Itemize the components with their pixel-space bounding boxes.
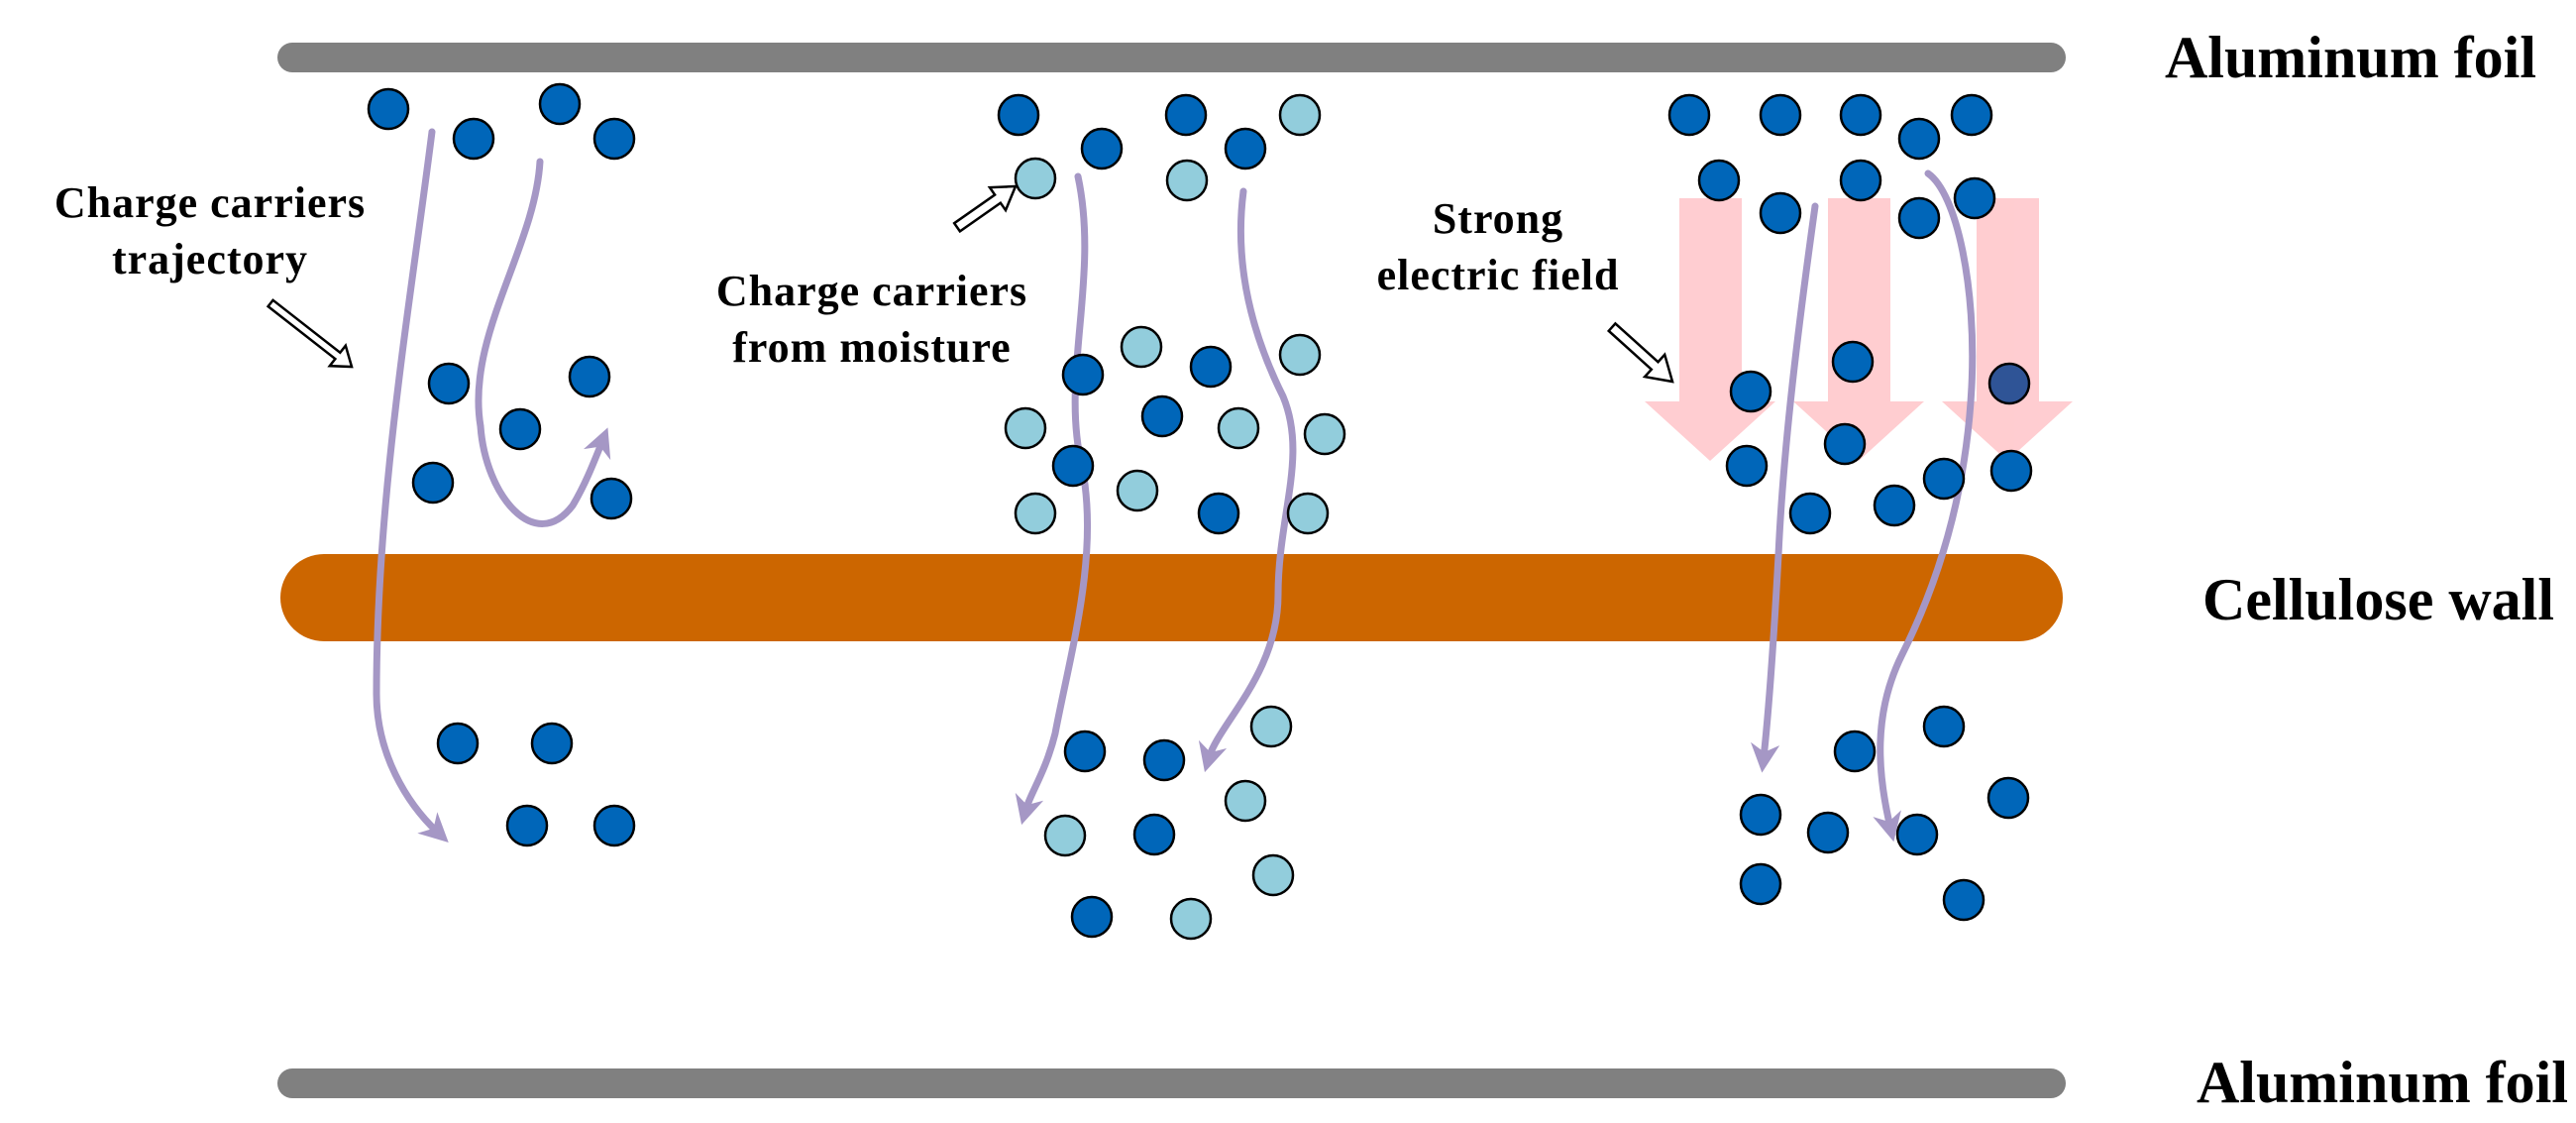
field-arrow xyxy=(1942,198,2073,461)
charge-carrier xyxy=(498,407,542,451)
trajectory-label-line1: Charge carriers xyxy=(54,178,366,227)
charge-carrier xyxy=(367,87,410,131)
charge-carrier xyxy=(1739,793,1782,837)
charge-carrier xyxy=(1697,159,1741,202)
moisture-charge-carrier xyxy=(1303,412,1346,456)
charge-carrier xyxy=(1986,776,2030,820)
moisture-charge-carrier xyxy=(1120,325,1163,369)
charge-carrier xyxy=(1922,457,1966,501)
field-label-line1: Strong xyxy=(1433,194,1563,243)
trajectory-left-bounce xyxy=(475,158,611,527)
charge-carrier xyxy=(1895,813,1939,856)
charge-carrier xyxy=(1831,340,1875,384)
charge-carrier xyxy=(1897,117,1941,161)
moisture-charge-carrier xyxy=(1116,469,1159,512)
charge-carrier xyxy=(1739,862,1782,906)
moisture-charge-carrier xyxy=(1165,159,1209,202)
charge-carrier xyxy=(1140,394,1184,438)
moisture-charge-carrier xyxy=(1014,157,1057,200)
charge-carrier xyxy=(1839,93,1882,137)
field-pointer-arrow xyxy=(1606,321,1674,384)
charge-carrier xyxy=(436,722,480,765)
moisture-charge-carrier xyxy=(1224,779,1267,823)
charge-carrier xyxy=(1051,444,1095,488)
charge-carrier xyxy=(1833,730,1877,773)
charge-carrier xyxy=(1142,738,1186,782)
moisture-pointer-arrow xyxy=(952,184,1018,234)
moisture-charge-carrier xyxy=(1169,897,1213,941)
charge-carrier xyxy=(505,804,549,847)
moisture-charge-carrier xyxy=(1043,814,1087,857)
charge-carrier xyxy=(1189,345,1233,389)
trajectories xyxy=(373,128,1977,843)
trajectory-right-inner xyxy=(1751,202,1819,773)
charge-carrier xyxy=(452,117,495,161)
trajectory-right-outer xyxy=(1873,169,1977,842)
charge-carrier xyxy=(1729,370,1772,413)
moisture-charge-carrier xyxy=(1004,406,1047,450)
charge-carrier xyxy=(1873,484,1916,527)
bottom-foil-label: Aluminum foil xyxy=(2197,1050,2568,1115)
charge-carrier xyxy=(590,477,633,520)
charge-carrier xyxy=(1806,811,1850,854)
charge-carrier xyxy=(1063,730,1107,773)
moisture-charge-carrier xyxy=(1278,93,1322,137)
charge-carrier xyxy=(1788,492,1832,535)
charge-carrier xyxy=(1989,449,2033,493)
pointer-arrows xyxy=(266,184,1674,384)
charge-carrier xyxy=(568,355,611,398)
charge-carrier xyxy=(997,93,1040,137)
field-arrow xyxy=(1645,198,1775,461)
charge-carrier xyxy=(1953,176,1996,220)
trajectory-label-line2: trajectory xyxy=(112,235,308,283)
charge-carrier xyxy=(530,722,574,765)
charge-carrier xyxy=(1823,422,1867,466)
moisture-charge-carrier xyxy=(1217,406,1260,450)
trajectory-pointer-arrow xyxy=(266,298,354,369)
moisture-charge-carrier xyxy=(1251,853,1295,897)
field-label-line2: electric field xyxy=(1377,251,1620,299)
charge-carrier xyxy=(1922,705,1966,748)
charge-carrier xyxy=(592,117,636,161)
charge-carrier xyxy=(1759,191,1802,235)
electric-field-arrows xyxy=(1645,198,2073,461)
moisture-label-line2: from moisture xyxy=(732,323,1011,372)
charge-carrier xyxy=(1164,93,1208,137)
field-arrow xyxy=(1793,198,1924,461)
charge-carrier xyxy=(1061,353,1105,396)
moisture-charge-carrier xyxy=(1286,492,1330,535)
charge-carrier xyxy=(1070,895,1114,939)
moisture-charge-carrier xyxy=(1278,333,1322,377)
charge-carrier xyxy=(1942,878,1986,922)
moisture-charge-carrier xyxy=(1249,705,1293,748)
charge-carrier xyxy=(1839,159,1882,202)
charge-carrier xyxy=(1132,813,1176,856)
moisture-label-line1: Charge carriers xyxy=(716,267,1027,315)
charge-carrier xyxy=(411,461,455,505)
charge-carrier xyxy=(1080,127,1124,170)
charge-carrier xyxy=(427,362,471,405)
charge-carrier xyxy=(1897,196,1941,240)
trajectory-middle-right xyxy=(1198,187,1297,773)
charge-carrier xyxy=(1725,444,1769,488)
charge-carrier xyxy=(538,82,582,126)
charge-carriers xyxy=(367,82,2033,941)
cellulose-wall-label: Cellulose wall xyxy=(2202,567,2554,632)
charge-carrier xyxy=(1197,492,1240,535)
charge-carrier xyxy=(1987,362,2031,405)
trajectory-middle-left xyxy=(1015,172,1092,826)
charge-carrier xyxy=(592,804,636,847)
charge-carrier xyxy=(1759,93,1802,137)
charge-carrier xyxy=(1224,127,1267,170)
top-foil-label: Aluminum foil xyxy=(2165,25,2536,90)
charge-carrier xyxy=(1950,93,1993,137)
charge-carrier xyxy=(1667,93,1711,137)
moisture-charge-carrier xyxy=(1014,492,1057,535)
trajectory-left-through xyxy=(373,128,449,843)
